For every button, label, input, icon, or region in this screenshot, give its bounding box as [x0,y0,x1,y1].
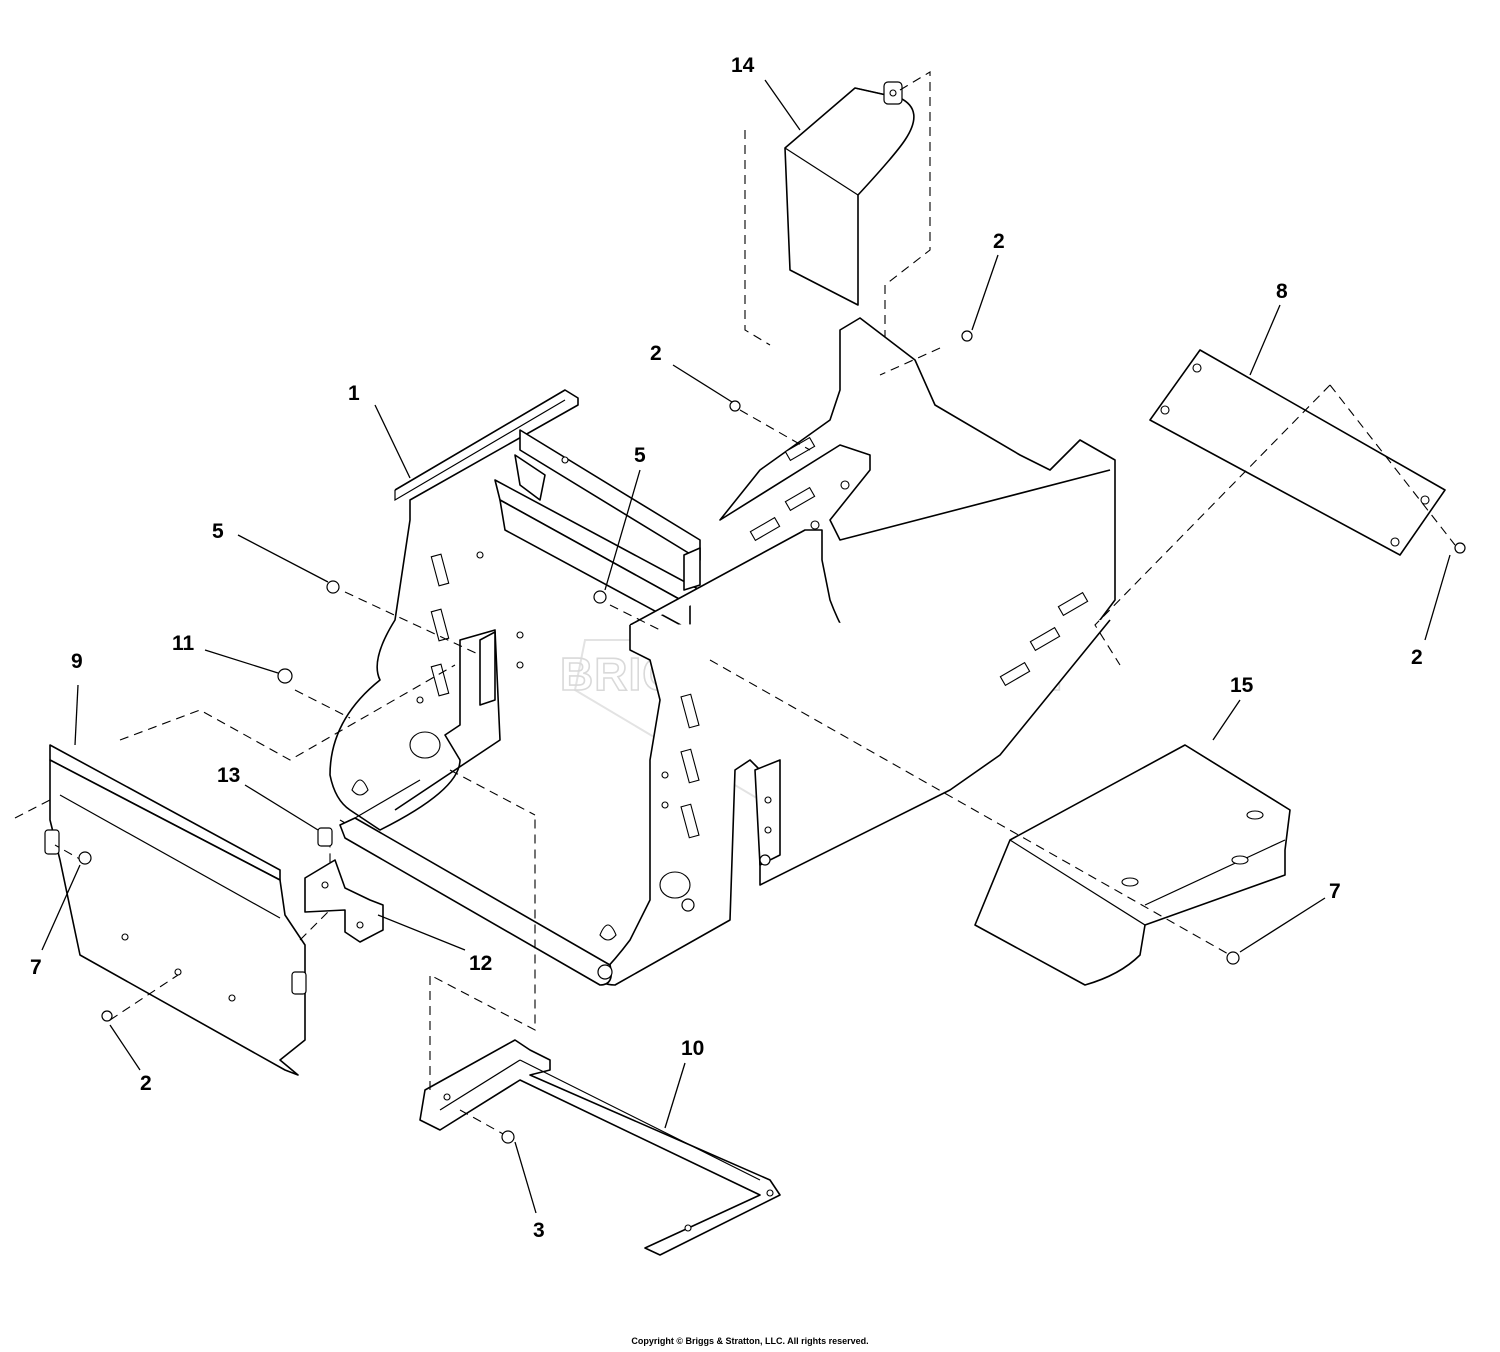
bolt-icon-2d [101,1010,113,1022]
callout-1: 1 [348,382,360,405]
bolt-icon-3 [501,1130,515,1144]
callout-8: 8 [1276,280,1288,303]
callout-labels: 14 2 2 8 1 5 5 11 2 9 15 13 7 7 12 10 2 … [30,54,1423,1242]
bolt-icon-2c [1454,542,1466,554]
callout-7-a: 7 [30,956,42,979]
callout-2-d: 2 [140,1072,152,1095]
part-9-panel[interactable] [14,664,456,1076]
callout-7-b: 7 [1329,880,1341,903]
callout-9: 9 [71,650,83,673]
callout-12: 12 [469,952,492,975]
leader-lines [41,79,1451,1214]
callout-5-b: 5 [634,444,646,467]
callout-15: 15 [1230,674,1254,697]
part-14-shield[interactable] [744,71,931,385]
callout-2-b: 2 [650,342,662,365]
callout-2-c: 2 [1411,646,1423,669]
nut-icon-11 [277,668,293,684]
bolt-icon-2a [729,400,741,412]
callout-10: 10 [681,1037,704,1060]
bolt-icon-7a [78,851,92,865]
callout-14: 14 [731,54,755,77]
bolt-icon-2b [961,330,973,342]
part-1-main-frame[interactable] [329,317,1116,986]
copyright-footer: Copyright © Briggs & Stratton, LLC. All … [631,1336,869,1346]
hardware [78,330,1466,1144]
nut-icon-5b [593,590,607,604]
part-12-bracket[interactable] [304,859,384,943]
callout-2-a: 2 [993,230,1005,253]
part-8-plate[interactable] [1094,349,1456,666]
nut-icon-5a [326,580,340,594]
callout-5-a: 5 [212,520,224,543]
callout-3: 3 [533,1219,545,1242]
part-15-cover[interactable] [709,659,1291,986]
part-13-clip[interactable] [317,827,333,847]
bolt-icon-7b [1226,951,1240,965]
callout-11: 11 [172,632,195,655]
callout-13: 13 [217,764,240,787]
